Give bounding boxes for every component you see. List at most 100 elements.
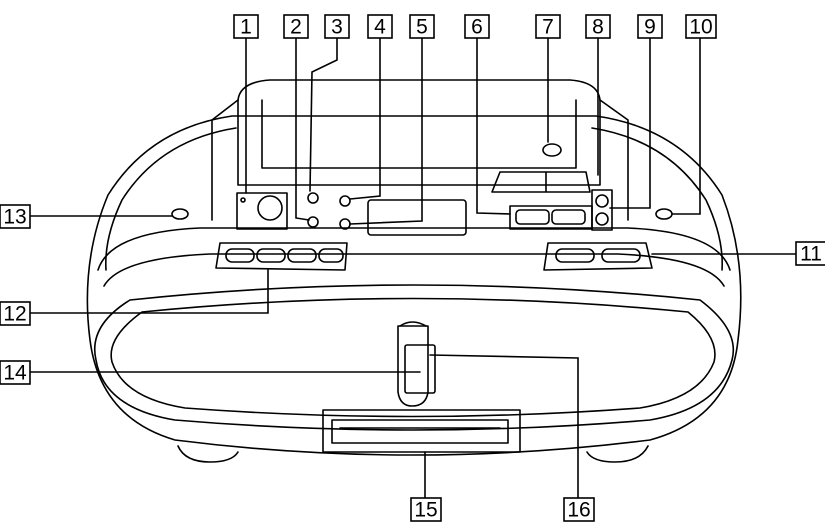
lid-left-slope	[211, 99, 239, 221]
callout-number: 14	[3, 362, 27, 385]
callout-11: 11	[795, 241, 825, 266]
left-button-2	[256, 248, 286, 263]
cd-lid	[261, 99, 577, 169]
leader-line-5	[349, 36, 423, 225]
callout-box	[324, 14, 350, 39]
leader-line-4	[349, 36, 381, 200]
body-inner-contour	[105, 127, 237, 271]
callout-box	[795, 241, 825, 266]
boombox-illustration	[86, 79, 742, 463]
carry-handle-top	[237, 79, 601, 101]
callout-number: 13	[3, 206, 26, 229]
callout-box	[535, 14, 561, 39]
speaker-screw-left	[171, 208, 189, 220]
jack-2	[307, 216, 319, 228]
callout-number: 11	[800, 243, 822, 266]
mode-buttons-frame	[591, 189, 613, 231]
callout-box	[637, 14, 663, 39]
callout-13: 13	[0, 204, 31, 229]
mode-button-bottom	[595, 212, 609, 226]
jack-4	[339, 195, 351, 207]
dock-recess-back	[399, 321, 427, 327]
callout-number: 6	[471, 16, 483, 39]
right-button-1	[555, 248, 595, 263]
callout-number: 15	[414, 499, 437, 522]
callout-8: 8	[585, 14, 611, 39]
left-button-group	[215, 242, 348, 271]
leader-line-12	[29, 269, 269, 314]
left-button-1	[225, 248, 255, 263]
left-foot	[177, 445, 239, 463]
cd-button-right	[551, 209, 586, 225]
callout-number: 10	[689, 16, 712, 39]
right-foot	[586, 445, 649, 463]
leader-line-16	[429, 354, 579, 499]
callout-4: 4	[367, 14, 393, 39]
callout-number: 3	[331, 16, 343, 39]
speaker-grille	[94, 284, 734, 431]
callout-number: 16	[567, 499, 590, 522]
leader-line-9	[609, 36, 651, 209]
callout-box	[464, 14, 490, 39]
dock-recess	[397, 325, 429, 407]
callout-box	[409, 14, 435, 39]
leader-line-6	[476, 36, 511, 215]
callout-2: 2	[283, 14, 309, 39]
left-button-3	[287, 248, 317, 263]
leader-line-10	[671, 36, 701, 215]
callout-3: 3	[324, 14, 350, 39]
right-button-2	[601, 248, 641, 263]
left-button-4	[318, 248, 344, 263]
callout-7: 7	[535, 14, 561, 39]
callout-box	[585, 14, 611, 39]
callout-number: 7	[542, 16, 554, 39]
callout-12: 12	[0, 301, 31, 326]
callout-box	[0, 301, 31, 326]
leader-line-3	[309, 36, 338, 192]
callout-14: 14	[0, 360, 31, 385]
cd-button-left	[515, 209, 550, 225]
callout-box	[0, 204, 31, 229]
cd-buttons-upper	[491, 171, 591, 193]
callout-1: 1	[233, 14, 259, 39]
power-button-frame	[236, 192, 288, 230]
callout-number: 8	[592, 16, 604, 39]
power-button	[257, 195, 283, 221]
callout-box	[410, 497, 442, 522]
callout-5: 5	[409, 14, 435, 39]
top-panel-lower-curve	[103, 253, 725, 287]
callout-box	[283, 14, 309, 39]
callout-16: 16	[563, 497, 595, 522]
callout-box	[0, 360, 31, 385]
callout-box	[367, 14, 393, 39]
callout-15: 15	[410, 497, 442, 522]
callout-9: 9	[637, 14, 663, 39]
callout-box	[563, 497, 595, 522]
carry-handle	[237, 99, 601, 186]
callout-6: 6	[464, 14, 490, 39]
callout-number: 5	[416, 16, 428, 39]
body-outline	[86, 115, 742, 456]
lid-right-slope	[599, 99, 629, 221]
callout-box	[685, 14, 717, 39]
callout-10: 10	[685, 14, 717, 39]
right-button-group	[543, 242, 653, 271]
dock-connector	[404, 344, 436, 394]
adapter-tray-frame	[322, 409, 521, 453]
adapter-tray	[331, 419, 509, 444]
lid-open-button	[542, 143, 562, 157]
callout-number: 2	[290, 16, 302, 39]
callout-number: 9	[644, 16, 656, 39]
callout-number: 12	[3, 303, 26, 326]
jack-3	[307, 192, 319, 204]
power-indicator	[240, 197, 246, 203]
mode-button-top	[595, 194, 609, 208]
callout-number: 1	[240, 16, 252, 39]
callout-number: 4	[374, 16, 386, 39]
speaker-grille-inner	[110, 297, 716, 418]
leader-lines	[29, 36, 797, 499]
leader-line-2	[295, 36, 310, 221]
display-window	[367, 199, 467, 236]
